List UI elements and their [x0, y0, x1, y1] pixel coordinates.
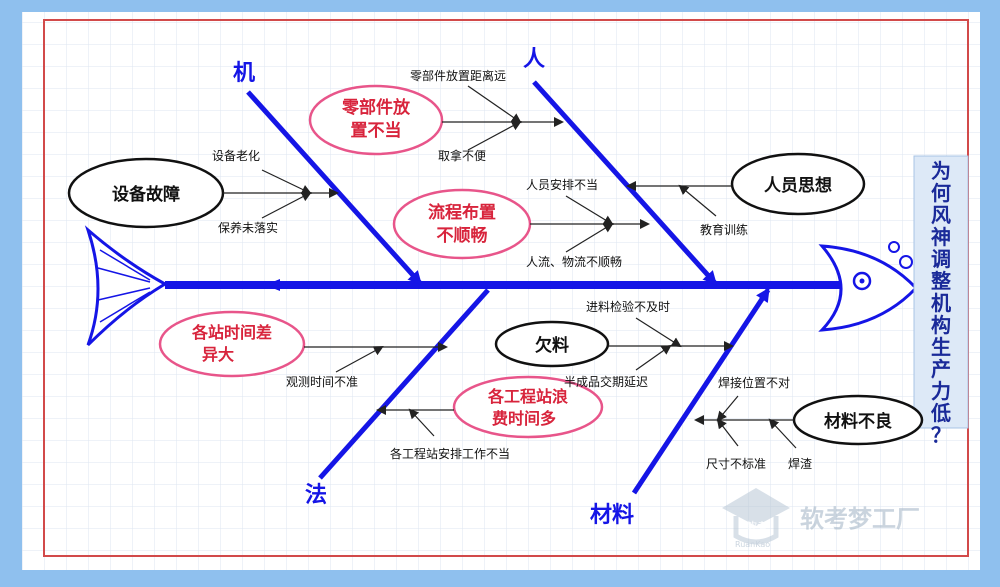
cause-people-flow: 人流、物流不顺畅 — [526, 255, 622, 269]
effect-char: 何 — [931, 181, 951, 205]
oval-station-waste — [452, 375, 604, 439]
cause-shortage: 欠料 — [535, 335, 569, 356]
bone-machine — [246, 90, 423, 286]
arrow-semi-delay — [635, 344, 672, 371]
cause-station-waste-line2: 费时间多 — [492, 409, 556, 428]
bone-method — [318, 288, 490, 480]
arrow-aging — [261, 169, 312, 195]
oval-flow-layout — [392, 188, 532, 260]
cause-incoming-check: 进料检验不及时 — [586, 299, 670, 314]
arrow-maintenance — [261, 192, 312, 219]
arrow-size-out — [716, 418, 739, 447]
effect-char: 为 — [931, 159, 951, 183]
effect-char: 机 — [931, 291, 951, 315]
effect-char: 神 — [931, 225, 951, 249]
cause-flow-layout-line1: 流程布置 — [428, 202, 496, 223]
arrow-parts-distance — [467, 85, 522, 124]
fish-head — [818, 241, 919, 332]
cause-size-out: 尺寸不标准 — [706, 457, 766, 471]
fish-tail — [84, 225, 169, 347]
category-machine: 机 — [233, 61, 255, 86]
oval-mindset — [730, 152, 866, 216]
effect-char: 生 — [931, 335, 951, 359]
watermark-logo-sub: RuanKao — [735, 540, 770, 549]
watermark: 软考梦工厂 软考 RuanKao — [722, 488, 920, 549]
effect-char: 调 — [931, 247, 951, 271]
watermark-brand: 软考梦工厂 — [800, 505, 920, 533]
category-person: 人 — [523, 47, 545, 72]
arrow-weld-position — [716, 395, 739, 422]
effect-char: 风 — [931, 203, 951, 227]
effect-box — [913, 155, 969, 429]
arrow-incoming-check — [635, 317, 682, 348]
effect-char: 低 — [930, 401, 951, 425]
effect-char: 构 — [931, 313, 951, 337]
cause-parts-placement-line2: 置不当 — [351, 120, 402, 141]
watermark-logo-cap-icon — [733, 516, 779, 545]
cause-staffing: 人员安排不当 — [526, 177, 598, 192]
watermark-logo-icon — [722, 488, 790, 526]
arrow-staffing — [565, 195, 614, 226]
effect-statement: 为何风神调整机构生产力低？ — [930, 159, 951, 447]
category-method: 法 — [305, 483, 327, 508]
cause-maintenance-lax: 保养未落实 — [218, 220, 278, 235]
arrow-weld-slag — [768, 418, 797, 449]
cause-training: 教育训练 — [700, 222, 748, 237]
cause-material-bad: 材料不良 — [824, 411, 892, 432]
category-material: 材料 — [590, 503, 634, 528]
watermark-logo-text: 软考 — [746, 519, 768, 533]
cause-parts-placement-line1: 零部件放 — [341, 97, 411, 118]
cause-equipment-failure: 设备故障 — [112, 184, 180, 205]
grid-background — [22, 12, 980, 570]
cause-hard-to-take: 取拿不便 — [438, 148, 486, 163]
bone-material — [631, 287, 771, 495]
cause-weld-position: 焊接位置不对 — [718, 375, 790, 390]
effect-char: 力 — [931, 379, 951, 403]
cause-semi-delay: 半成品交期延迟 — [564, 374, 648, 389]
arrow-observe-time — [335, 346, 384, 373]
cause-equipment-aging: 设备老化 — [212, 149, 260, 163]
cause-parts-distance: 零部件放置距离远 — [410, 68, 506, 83]
cause-flow-layout-line2: 不顺畅 — [437, 225, 488, 246]
cause-mindset: 人员思想 — [764, 175, 832, 196]
effect-char: 整 — [930, 269, 951, 293]
effect-char: 产 — [931, 357, 951, 381]
oval-station-time-diff — [158, 310, 306, 378]
cause-station-waste-line1: 各工程站浪 — [487, 387, 568, 406]
arrow-people-flow — [565, 222, 614, 253]
oval-shortage — [494, 320, 610, 368]
cause-station-arrange: 各工程站安排工作不当 — [390, 446, 510, 461]
arrow-training — [678, 184, 717, 217]
cause-station-time-diff-line1: 各站时间差 — [191, 323, 272, 342]
effect-char: ？ — [931, 423, 951, 447]
cause-observe-time: 观测时间不准 — [286, 375, 358, 389]
cause-station-time-diff-line2: 异大 — [202, 345, 234, 364]
arrow-station-arrange — [408, 408, 435, 437]
arrow-hard-to-take — [467, 121, 522, 151]
oval-parts-placement — [308, 84, 444, 156]
bone-person — [532, 80, 718, 286]
spine-arrow-left — [265, 279, 280, 291]
cause-weld-slag: 焊渣 — [788, 456, 812, 471]
